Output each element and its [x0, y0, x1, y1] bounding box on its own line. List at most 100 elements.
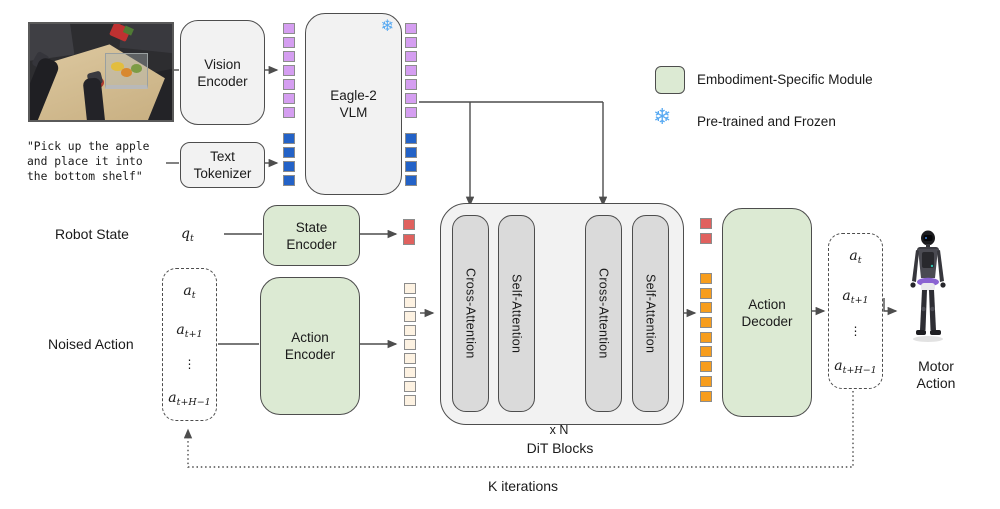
token-square [405, 93, 417, 104]
vertical-ellipsis: ⋮ [183, 357, 196, 372]
cross-attention-label: Cross-Attention [463, 268, 478, 359]
legend-frozen-label: Pre-trained and Frozen [697, 114, 836, 129]
robot-state-label: Robot State [55, 226, 129, 242]
xn-label: x N [549, 423, 569, 437]
action-encoder-label: Action Encoder [284, 330, 336, 362]
token-square [283, 23, 295, 34]
token-square [283, 147, 295, 158]
token-square [404, 339, 416, 350]
state-symbol: qt [181, 226, 194, 244]
token-square [283, 65, 295, 76]
action-decoder-label: Action Decoder [741, 296, 793, 329]
state-token-column-out [700, 218, 712, 244]
state-token-column [403, 219, 415, 245]
token-square [405, 23, 417, 34]
denoised-action-box: at at+1 ⋮ at+H−1 [828, 233, 883, 389]
vlm-box: Eagle-2 VLM ❄ [305, 13, 402, 195]
token-square [283, 79, 295, 90]
token-square [405, 37, 417, 48]
vision-token-column-out [405, 23, 417, 118]
self-attention-label: Self-Attention [509, 273, 524, 354]
workspace-camera-image [28, 22, 174, 122]
text-tokenizer-box: Text Tokenizer [180, 142, 265, 188]
self-attention-block-2: Self-Attention [632, 215, 669, 412]
token-square [700, 346, 712, 358]
token-square [283, 107, 295, 118]
action-term: at [183, 283, 196, 301]
state-encoder-box: State Encoder [263, 205, 360, 266]
token-square [405, 147, 417, 158]
action-token-column-out [700, 273, 712, 402]
photo-fruit [120, 68, 133, 77]
vision-token-column [283, 23, 295, 118]
token-square [404, 297, 416, 308]
vlm-label: Eagle-2 VLM [330, 88, 377, 120]
action-term: at [849, 248, 862, 266]
legend-embodiment-label: Embodiment-Specific Module [697, 72, 873, 87]
action-encoder-box: Action Encoder [260, 277, 360, 415]
token-square [700, 317, 712, 329]
token-square [405, 107, 417, 118]
token-square [700, 218, 712, 229]
snowflake-icon: ❄ [380, 18, 394, 35]
action-term: at+1 [842, 287, 869, 306]
token-square [405, 65, 417, 76]
action-term: at+H−1 [834, 357, 877, 376]
token-square [700, 302, 712, 314]
token-square [700, 390, 712, 402]
noised-action-box: at at+1 ⋮ at+H−1 [162, 268, 217, 421]
vision-encoder-box: Vision Encoder [180, 20, 265, 125]
action-term: at+H−1 [168, 389, 211, 408]
token-square [283, 161, 295, 172]
token-square [404, 325, 416, 336]
humanoid-robot-image [910, 230, 946, 342]
token-square [405, 133, 417, 144]
token-square [700, 361, 712, 373]
snowflake-icon: ❄ [653, 104, 672, 129]
token-square [700, 331, 712, 343]
vertical-ellipsis: ⋮ [849, 324, 862, 339]
token-square [404, 311, 416, 322]
text-token-column-out [405, 133, 417, 186]
noised-action-token-column [404, 283, 416, 406]
vision-encoder-label: Vision Encoder [197, 56, 248, 89]
state-encoder-label: State Encoder [286, 219, 337, 252]
token-square [283, 51, 295, 62]
token-square [283, 93, 295, 104]
noised-action-label: Noised Action [48, 336, 134, 352]
photo-fruit [130, 64, 143, 73]
token-square [404, 353, 416, 364]
token-square [283, 37, 295, 48]
self-attention-label: Self-Attention [643, 273, 658, 354]
cross-attention-block-2: Cross-Attention [585, 215, 622, 412]
motor-action-label: Motor Action [916, 358, 956, 391]
self-attention-block-1: Self-Attention [498, 215, 535, 412]
legend-embodiment-swatch [655, 66, 685, 94]
cross-attention-block-1: Cross-Attention [452, 215, 489, 412]
token-square [404, 381, 416, 392]
action-decoder-box: Action Decoder [722, 208, 812, 417]
language-instruction: "Pick up the apple and place it into the… [27, 140, 150, 183]
token-square [403, 219, 415, 230]
dit-blocks-label: DiT Blocks [526, 440, 594, 456]
token-square [283, 133, 295, 144]
token-square [403, 233, 415, 245]
token-square [404, 367, 416, 378]
token-square [405, 51, 417, 62]
token-square [404, 395, 416, 406]
token-square [405, 161, 417, 172]
photo-shelf [105, 52, 149, 90]
action-term: at+1 [176, 321, 203, 340]
text-tokenizer-label: Text Tokenizer [193, 149, 252, 181]
cross-attention-label: Cross-Attention [596, 268, 611, 359]
token-square [405, 175, 417, 186]
token-square [700, 273, 712, 284]
photo-fruit [110, 62, 124, 72]
token-square [404, 283, 416, 294]
token-square [283, 175, 295, 186]
token-square [405, 79, 417, 90]
text-token-column [283, 133, 295, 186]
token-square [700, 232, 712, 244]
token-square [700, 375, 712, 387]
